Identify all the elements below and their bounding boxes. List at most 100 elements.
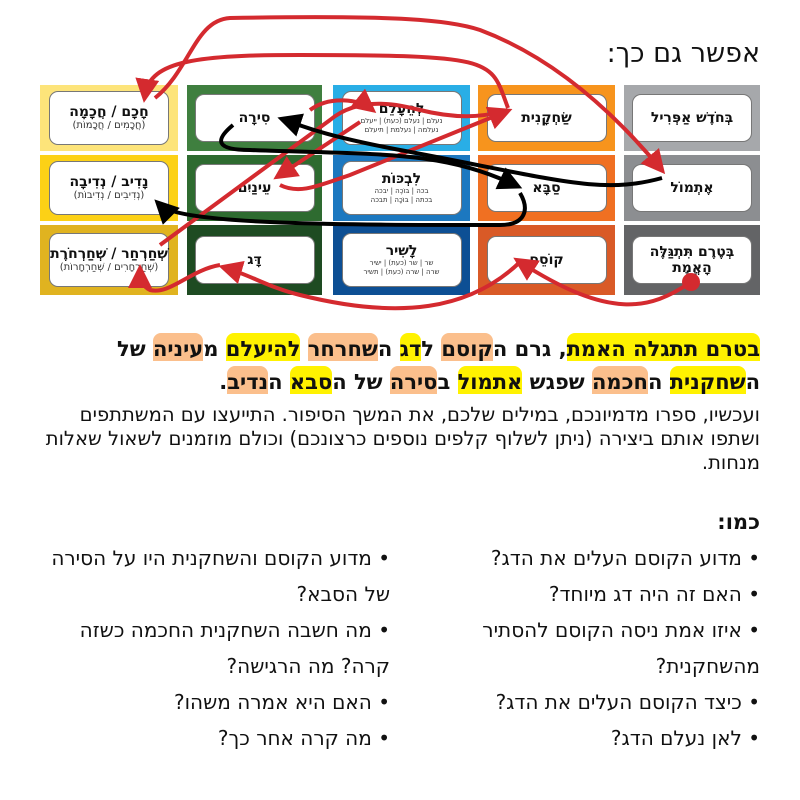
card-sub: (נְדִיבִים / נְדִיבוֹת) [73,190,145,202]
card-cell: בְּטֶרֶם תִּתְגַּלֶּה הָאֱמֶת [624,225,760,295]
word-card[interactable]: בְּחֹדֶשׁ אַפְּרִיל [632,94,752,142]
bullet-icon: • [741,690,760,714]
question-item: • מדוע הקוסם והשחקנית היו על הסירה של הס… [30,540,390,612]
instructions: ועכשיו, ספרו מדמיונכם, במילים שלכם, את ה… [45,403,760,474]
bullet-icon: • [371,546,390,570]
card-word: עֵינַיִם [237,179,272,196]
card-word: סַבָּא [532,179,561,196]
card-cell: נָדִיב / נְדִיבָה(נְדִיבִים / נְדִיבוֹת) [40,155,178,221]
card-cell: חָכָם / חֲכָמָה(חֲכָמִים / חֲכָמוֹת) [40,85,178,151]
question-text: האם זה היה דג מיוחד? [548,582,742,606]
card-word: קוֹסֵם [529,251,564,268]
question-text: האם היא אמרה משהו? [173,690,372,714]
highlighted-word: סירה [389,366,438,394]
question-item: • איזו אמת ניסה הקוסם להסתיר מהשחקנית? [410,612,760,684]
word-card[interactable]: סִירָה [194,94,315,142]
story-text: , גרם ה [492,337,567,361]
question-text: מה חשבה השחקנית החכמה כשזה קרה? מה הרגיש… [79,618,390,678]
card-sub: (שְׁחַרְחָרִים / שְׁחַרְחָרוֹת) [59,262,159,274]
question-item: • לאן נעלם הדג? [410,720,760,756]
questions-right: • מדוע הקוסם העלים את הדג?• האם זה היה ד… [410,540,760,756]
highlighted-word: דג [399,333,422,361]
card-sub2: שרה | שרה (כעת) | תשיר [363,268,440,277]
question-text: מה קרה אחר כך? [217,726,372,750]
highlighted-word: עיניה [152,333,204,361]
card-cell: שַׂחְקָנִית [478,85,615,151]
highlighted-word: בטרם תתגלה האמת [566,333,760,361]
card-sub: (חֲכָמִים / חֲכָמוֹת) [72,120,146,132]
highlighted-word: שחקנית [669,366,746,394]
word-card[interactable]: אֶתְמוֹל [632,164,752,212]
word-card[interactable]: נָדִיב / נְדִיבָה(נְדִיבִים / נְדִיבוֹת) [49,161,169,215]
card-cell: אֶתְמוֹל [624,155,760,221]
word-card[interactable]: קוֹסֵם [486,236,607,284]
card-cell: בְּחֹדֶשׁ אַפְּרִיל [624,85,760,151]
question-text: מדוע הקוסם והשחקנית היו על הסירה של הסבא… [51,546,390,606]
card-sub2: בכתה | בּוֹכָה | תבכה [370,196,433,205]
highlighted-word: שחרחר [307,333,378,361]
bullet-icon: • [741,726,760,750]
word-card[interactable]: שַׂחְקָנִית [486,94,607,142]
bullet-icon: • [741,546,760,570]
examples-label: כמו: [717,510,760,534]
word-card[interactable]: חָכָם / חֲכָמָה(חֲכָמִים / חֲכָמוֹת) [49,91,169,145]
highlighted-word: להיעלם [225,333,301,361]
word-card[interactable]: עֵינַיִם [194,164,315,212]
bullet-icon: • [741,618,760,642]
card-word: שְׁחַרְחַר / שְׁחַרְחֹרֶת [50,245,168,262]
card-sub2: נעלם | נעלם (כעת) | ייעלם [360,116,443,125]
card-word: נָדִיב / נְדִיבָה [69,173,149,190]
question-item: • האם היא אמרה משהו? [30,684,390,720]
highlighted-word: חכמה [592,366,648,394]
story-text: ה [268,370,290,394]
story-text: ה [377,337,400,361]
bullet-icon: • [371,690,390,714]
highlighted-word: נדיב [227,366,269,394]
story-text: של ה [117,337,760,394]
heading: אפשר גם כך: [606,38,760,69]
questions-left: • מדוע הקוסם והשחקנית היו על הסירה של הס… [30,540,390,756]
bullet-icon: • [371,618,390,642]
story-text [300,337,307,361]
word-card[interactable]: דָּג [194,236,315,284]
story-text: ה [647,370,670,394]
story-text: ב [437,370,458,394]
question-text: מדוע הקוסם העלים את הדג? [490,546,742,570]
question-item: • מדוע הקוסם העלים את הדג? [410,540,760,576]
card-cell: קוֹסֵם [478,225,615,295]
card-word: לָשִׁיר [385,242,418,259]
story-text: של ה [332,370,390,394]
question-text: איזו אמת ניסה הקוסם להסתיר מהשחקנית? [482,618,760,678]
question-text: כיצד הקוסם העלים את הדג? [495,690,742,714]
card-word: בְּחֹדֶשׁ אַפְּרִיל [650,109,734,126]
highlighted-word: אתמול [457,366,523,394]
card-word: סִירָה [238,109,271,126]
card-word: בְּטֶרֶם תִּתְגַּלֶּה הָאֱמֶת [649,243,735,276]
card-cell: סַבָּא [478,155,615,221]
word-card[interactable]: סַבָּא [486,164,607,212]
word-card[interactable]: שְׁחַרְחַר / שְׁחַרְחֹרֶת(שְׁחַרְחָרִים … [49,233,169,287]
card-cell: סִירָה [187,85,322,151]
question-item: • האם זה היה דג מיוחד? [410,576,760,612]
story-text: שפגש [522,370,592,394]
card-cell: שְׁחַרְחַר / שְׁחַרְחֹרֶת(שְׁחַרְחָרִים … [40,225,178,295]
card-word: לִבְכּוֹת [381,170,422,187]
story-text: מ [203,337,226,361]
story-sentence: בטרם תתגלה האמת, גרם הקוסם לדג השחרחר לה… [40,333,760,399]
question-text: לאן נעלם הדג? [610,726,742,750]
question-item: • מה חשבה השחקנית החכמה כשזה קרה? מה הרג… [30,612,390,684]
card-sub2: נעלמה | נעלמת | תיעלם [364,126,439,135]
highlighted-word: קוסם [441,333,493,361]
card-cell: דָּג [187,225,322,295]
word-card[interactable]: בְּטֶרֶם תִּתְגַּלֶּה הָאֱמֶת [632,236,752,284]
card-cell: עֵינַיִם [187,155,322,221]
highlighted-word: סבא [289,366,333,394]
story-text: ל [421,337,442,361]
card-word: אֶתְמוֹל [670,179,714,196]
